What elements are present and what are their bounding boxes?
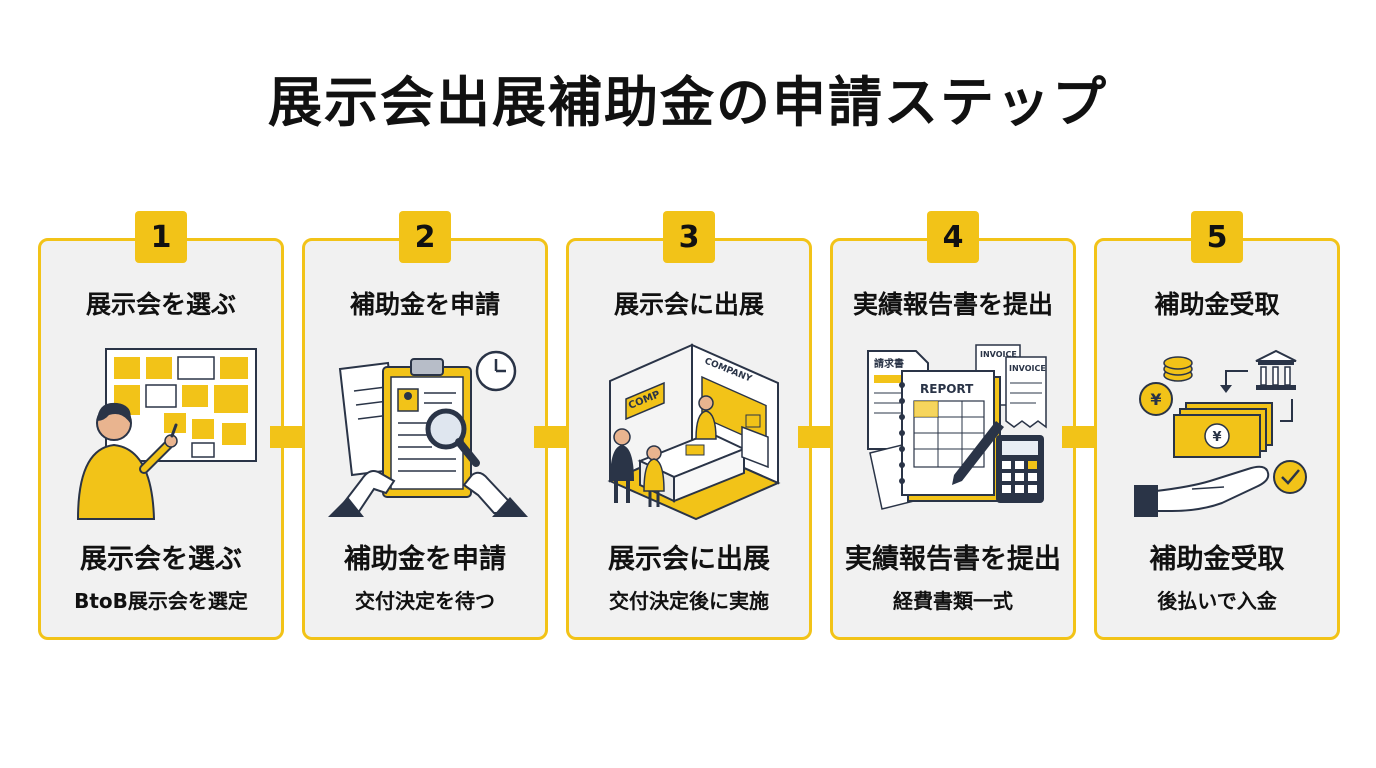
doc-label-report: REPORT	[920, 382, 974, 396]
step-number-badge-3: 3	[663, 211, 715, 263]
step-title: 補助金受取	[1149, 544, 1285, 575]
step-subtitle: BtoB展示会を選定	[74, 589, 248, 613]
step-subtitle: 交付決定後に実施	[609, 589, 769, 613]
step-subtitle: 後払いで入金	[1157, 589, 1277, 613]
step-label: 実績報告書を提出	[852, 290, 1053, 319]
step-subtitle: 交付決定を待つ	[355, 589, 495, 613]
step-label: 補助金を申請	[349, 290, 500, 319]
step-title: 展示会を選ぶ	[80, 544, 242, 575]
yen-bill-symbol: ¥	[1212, 430, 1221, 445]
clipboard-magnifier-icon	[328, 350, 528, 517]
page-title: 展示会出展補助金の申請ステップ	[268, 71, 1108, 134]
doc-label-invoice-1: INVOICE	[980, 350, 1017, 359]
step-card-2: 補助金を申請 補助金を申請 交付決定を待つ	[302, 238, 548, 640]
step-card-4: 実績報告書を提出 請求書 INVOICE INVOICE REPORT	[830, 238, 1076, 640]
doc-label-invoice-2: INVOICE	[1009, 364, 1046, 373]
step-card-1: 展示会を選ぶ 展示会を選ぶ BtoB展示会を選定	[38, 238, 284, 640]
step-number-badge-4: 4	[927, 211, 979, 263]
step-card-3: 展示会に出展 COMP COMPANY 展示会に出展 交付決定後に実施	[566, 238, 812, 640]
yen-coin-symbol: ¥	[1150, 390, 1161, 409]
doc-label-invoice-jp: 請求書	[874, 357, 904, 370]
step-number-badge-1: 1	[135, 211, 187, 263]
step-label: 補助金受取	[1154, 290, 1280, 319]
step-label: 展示会に出展	[613, 290, 764, 319]
step-number-badge-5: 5	[1191, 211, 1243, 263]
report-calculator-icon: 請求書 INVOICE INVOICE REPORT	[867, 344, 1047, 510]
step-number-badge-2: 2	[399, 211, 451, 263]
money-receive-icon: ¥ ¥	[1134, 349, 1307, 517]
step-label: 展示会を選ぶ	[85, 290, 236, 319]
floor-plan-person-icon	[76, 348, 257, 520]
step-title: 展示会に出展	[608, 544, 770, 575]
step-title: 補助金を申請	[344, 544, 506, 575]
exhibition-booth-icon: COMP COMPANY	[607, 343, 781, 521]
step-title: 実績報告書を提出	[845, 544, 1061, 575]
step-card-5: 補助金受取 ¥ ¥ 補助金受取 後払いで入金	[1094, 238, 1340, 640]
step-subtitle: 経費書類一式	[893, 589, 1013, 613]
